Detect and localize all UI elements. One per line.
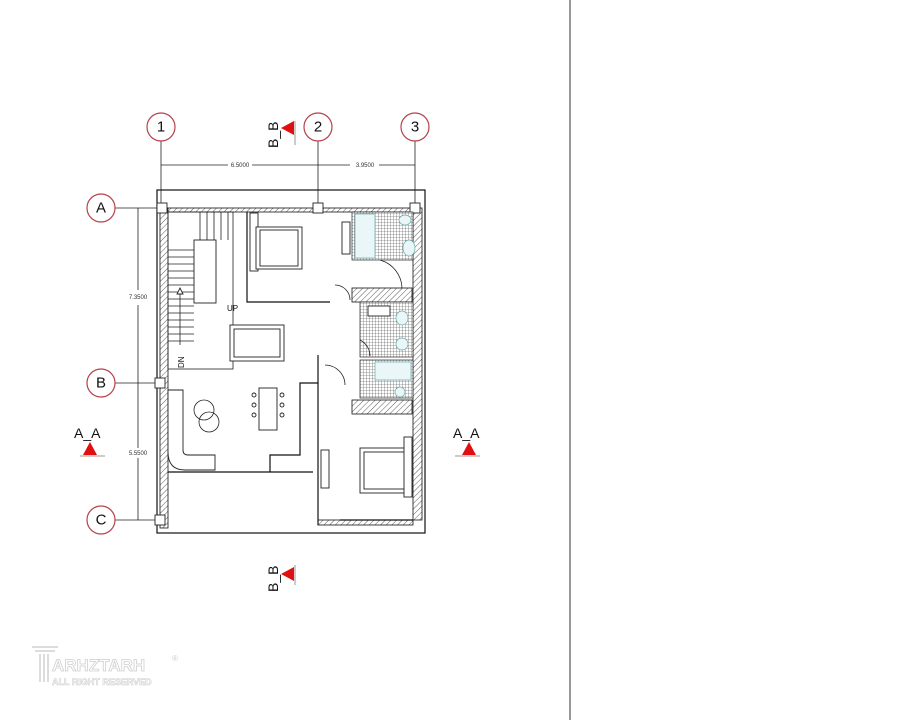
section-marker-b-bottom: B_B [265, 565, 296, 592]
svg-text:A_A: A_A [74, 425, 101, 441]
section-marker-a-right: A_A [453, 425, 480, 457]
svg-text:A: A [96, 200, 106, 217]
living-area [167, 324, 319, 472]
bathroom-1 [341, 211, 416, 303]
dim-h-2: 3.9500 [356, 163, 375, 169]
svg-text:C: C [96, 512, 107, 529]
logo-name: ARHZTARH [52, 656, 146, 676]
grid-bubble-1: 1 [146, 112, 176, 142]
logo-tagline: ALL RIGHT RESERVED [52, 677, 152, 688]
svg-text:B_B: B_B [265, 122, 281, 148]
svg-text:3: 3 [411, 119, 419, 136]
dim-v-1: 7.3500 [129, 295, 148, 301]
dimension-lines [137, 164, 415, 520]
grid-bubble-c: C [86, 505, 116, 535]
svg-text:B_B: B_B [265, 566, 281, 592]
svg-text:B: B [96, 375, 106, 392]
stair-up-label: UP [227, 304, 238, 313]
svg-text:1: 1 [157, 119, 165, 136]
stair-down-label: DN [177, 356, 186, 368]
grid-bubble-b: B [86, 368, 116, 398]
svg-text:A_A: A_A [453, 425, 480, 441]
section-marker-b-top: B_B [265, 121, 296, 148]
bedroom-2 [317, 383, 413, 525]
grid-lines [115, 141, 416, 521]
bedroom-1 [246, 212, 330, 303]
column-logo-icon [32, 646, 58, 682]
dim-h-1: 6.5000 [231, 163, 250, 169]
dim-v-2: 5.5500 [129, 451, 148, 457]
grid-bubble-a: A [86, 193, 116, 223]
svg-text:2: 2 [314, 119, 322, 136]
section-marker-a-left: A_A [74, 425, 105, 457]
logo-registered-mark: ® [172, 654, 178, 663]
bathroom-2 [334, 284, 414, 358]
watermark-logo: ARHZTARH ® ALL RIGHT RESERVED [30, 642, 190, 694]
grid-bubble-3: 3 [400, 112, 430, 142]
bathroom-3 [324, 359, 414, 415]
staircase [167, 211, 234, 370]
grid-bubble-2: 2 [303, 112, 333, 142]
